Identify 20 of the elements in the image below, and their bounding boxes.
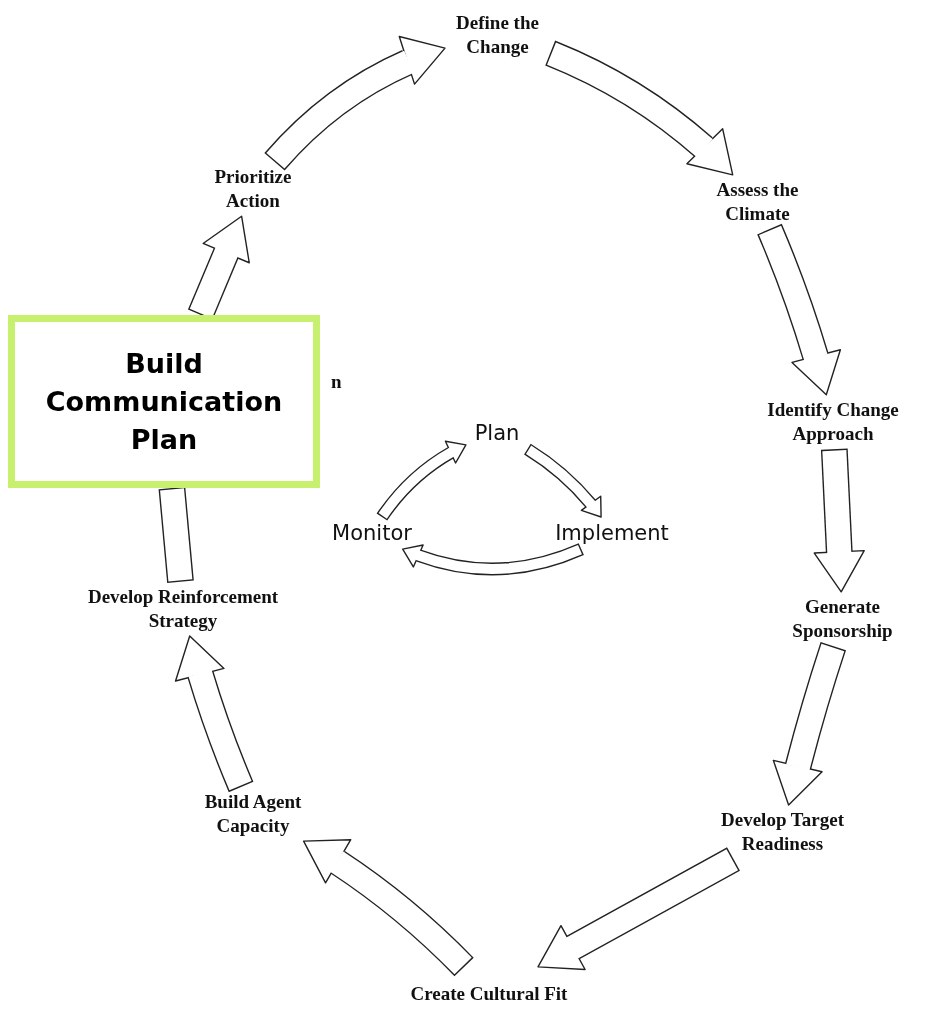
box-title: Build Communication Plan: [44, 346, 284, 457]
step-label: Generate Sponsorship: [775, 592, 910, 646]
step-label: Assess the Climate: [700, 175, 815, 229]
step-label: Create Cultural Fit: [409, 967, 569, 1021]
step-label: Prioritize Action: [197, 162, 309, 216]
step-label: Implement: [540, 517, 684, 549]
step-label: Plan: [466, 417, 528, 449]
step-label: Develop Reinforcement Strategy: [68, 582, 298, 636]
block-arrow: [813, 448, 865, 593]
step-label: Develop Target Readiness: [695, 805, 870, 859]
step-label: Identify Change Approach: [748, 395, 918, 449]
block-arrow: [772, 641, 847, 809]
highlight-box: [8, 315, 320, 488]
step-label: Define the Change: [445, 8, 550, 62]
partial-label: n: [331, 371, 342, 393]
step-label: Build Agent Capacity: [182, 787, 324, 841]
block-arrow: [175, 632, 254, 793]
block-arrow: [376, 439, 469, 521]
block-arrow: [400, 543, 584, 576]
step-label: Monitor: [320, 517, 424, 549]
